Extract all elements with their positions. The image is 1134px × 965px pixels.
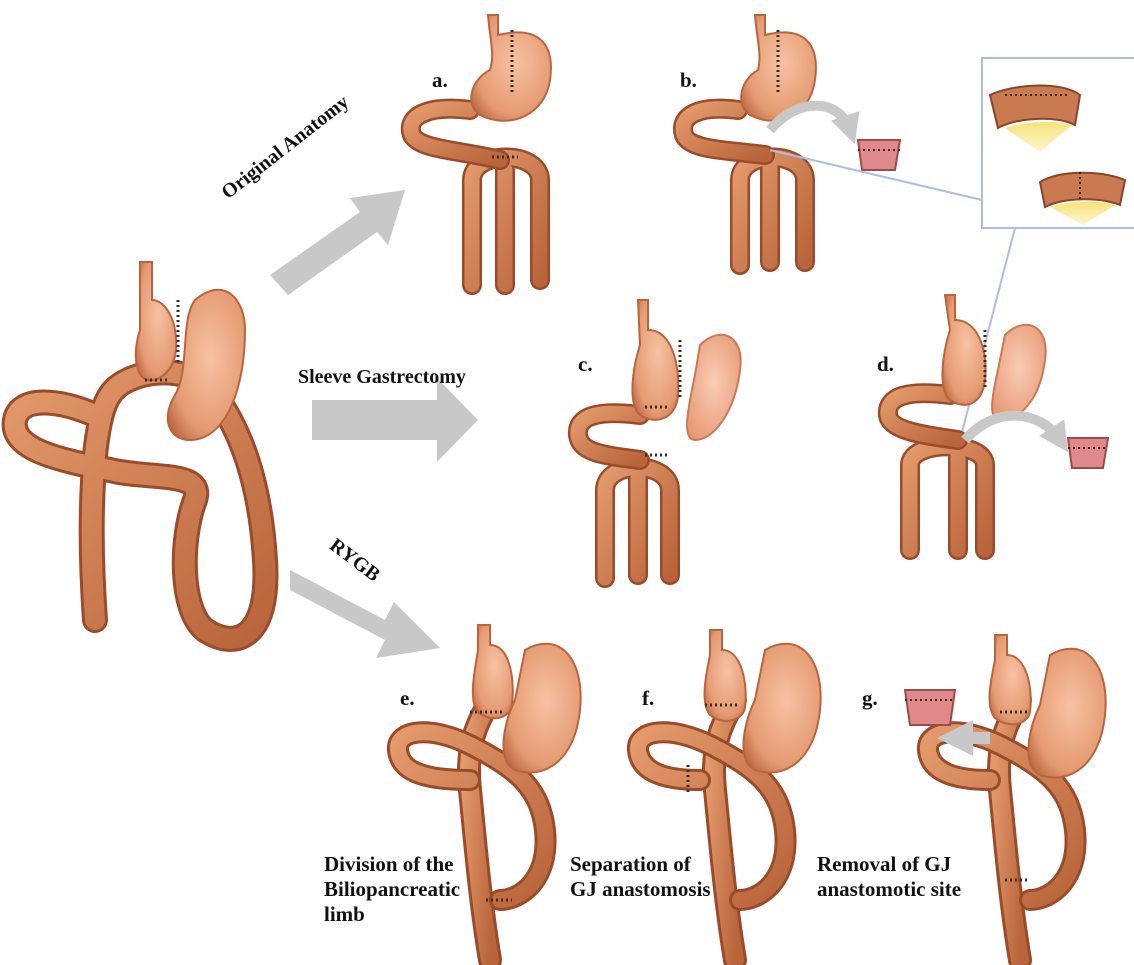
caption-f: Separation of GJ anastomosis [570,852,711,902]
panel-c-label: c. [578,354,593,375]
arrow-rygb [290,570,440,658]
arrow-label-sleeve-gastrectomy: Sleeve Gastrectomy [298,367,466,387]
panel-f-label: f. [642,688,654,709]
arrow-sleeve-gastrectomy [312,378,478,462]
panel-c-drawing [578,300,741,578]
panel-d-label: d. [877,354,894,375]
panel-b-label: b. [680,70,697,91]
panel-g-label: g. [862,688,878,709]
panel-e-label: e. [400,688,415,709]
panel-d-drawing [888,295,1108,550]
caption-g: Removal of GJ anastomotic site [817,852,961,902]
main-esophagus-pouch [136,262,176,380]
arrow-original-anatomy [270,190,405,295]
panel-f-drawing [638,630,821,960]
main-anatomy [15,262,266,639]
caption-e: Division of the Biliopancreatic limb [324,852,460,927]
panel-a-label: a. [432,70,448,91]
panel-g-drawing [905,635,1106,960]
panel-b-drawing [683,15,900,265]
panel-a-drawing [411,15,551,285]
